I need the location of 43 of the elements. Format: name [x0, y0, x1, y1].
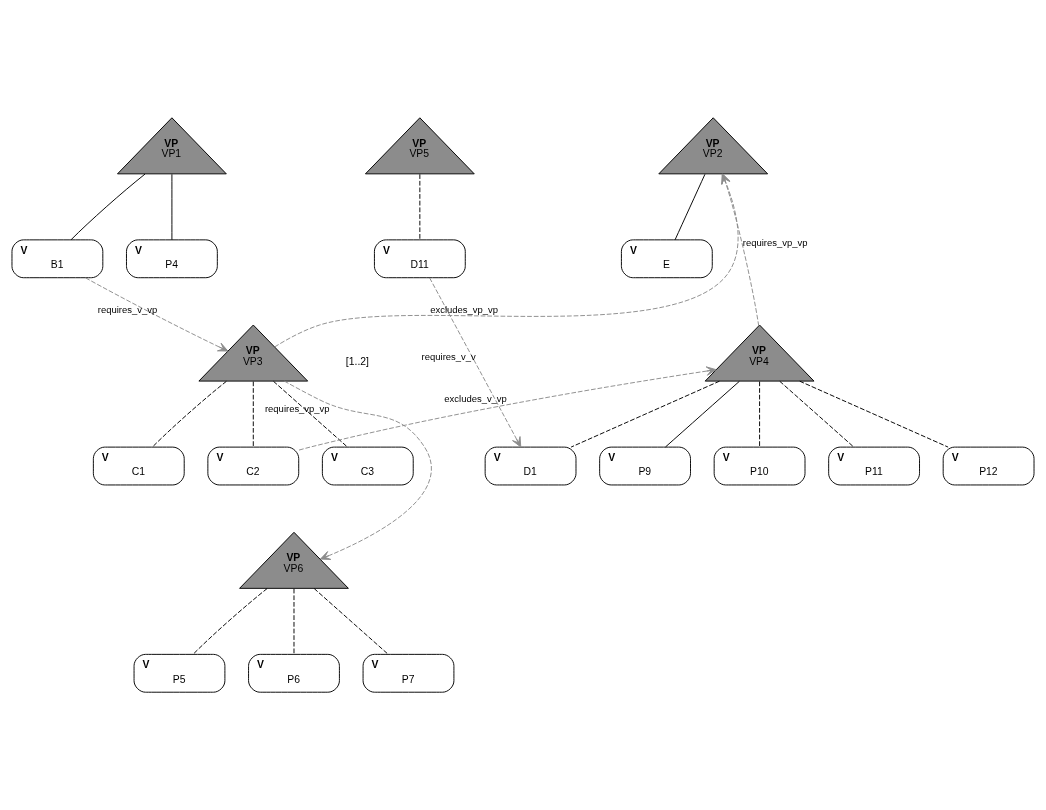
- connector: [293, 588, 295, 655]
- edge-label: excludes_vp_vp: [430, 304, 499, 316]
- connector: [570, 380, 720, 448]
- label: [1..2]: [345, 356, 369, 368]
- connector: [419, 173, 421, 241]
- connector: [273, 380, 348, 448]
- edge-label: excludes_v_vp: [444, 393, 507, 404]
- edge-label: requires_vp_vp: [742, 237, 808, 249]
- arrow: [283, 380, 432, 560]
- arrow: [721, 173, 760, 327]
- connector: [665, 380, 740, 448]
- connector: [252, 381, 254, 448]
- edge-label: requires_v_vp: [97, 303, 158, 315]
- node-box: V P11: [828, 446, 920, 486]
- node-box: V P7: [362, 653, 455, 693]
- connector: [759, 381, 761, 448]
- connector: [779, 380, 855, 448]
- node-box: V C2: [207, 446, 300, 486]
- node-box: V D11: [373, 239, 466, 279]
- arrow: [429, 277, 522, 448]
- connector: [70, 173, 146, 241]
- node-box: V C1: [92, 446, 185, 486]
- edge-label: requires_vp_vp: [264, 402, 330, 414]
- connector: [674, 173, 706, 241]
- connector: [192, 588, 268, 655]
- arrow: [85, 277, 229, 352]
- node-box: V P4: [126, 239, 218, 279]
- edge-label: requires_v_v: [421, 350, 476, 362]
- node-box: V E: [620, 239, 713, 279]
- connector: [152, 380, 227, 448]
- node-box: V P5: [133, 653, 226, 693]
- node-box: V P12: [942, 446, 1035, 486]
- node-box: V C3: [321, 446, 414, 486]
- arrow: [274, 173, 739, 348]
- connector: [313, 588, 389, 655]
- connector: [171, 173, 173, 241]
- node-box: V P9: [599, 446, 691, 486]
- node-box: V D1: [484, 446, 577, 486]
- node-box: V P6: [248, 653, 340, 693]
- node-box: V B1: [11, 239, 104, 279]
- connector: [799, 380, 949, 448]
- node-box: V P10: [713, 446, 806, 486]
- arrow: [298, 366, 717, 451]
